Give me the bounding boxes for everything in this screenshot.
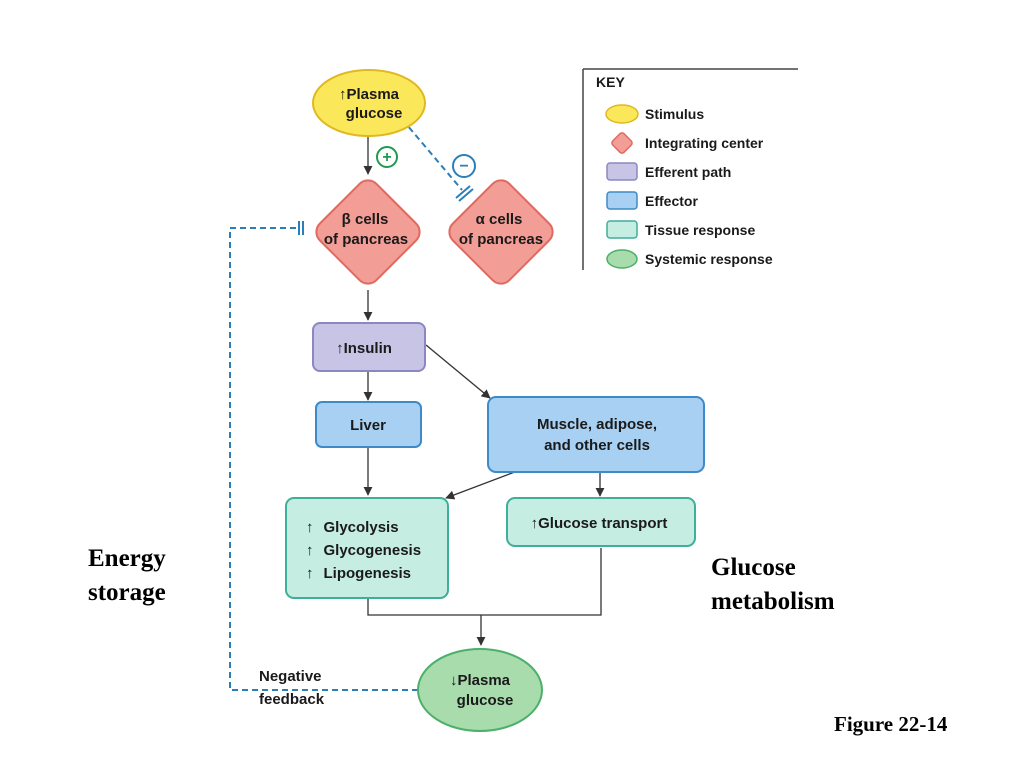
key-label-integrating-center: Integrating center — [645, 135, 764, 151]
liver-text: Liver — [350, 417, 386, 434]
svg-text:↑Insulin: ↑Insulin — [336, 340, 392, 357]
stimulus-line2: glucose — [346, 105, 403, 122]
inhibit-bar-alpha-2 — [458, 188, 474, 202]
key-label-tissue-response: Tissue response — [645, 222, 755, 238]
insulin-arrow: ↑ — [336, 340, 344, 357]
key-title: KEY — [596, 74, 625, 90]
alpha-line1: cells — [485, 211, 523, 228]
key-item-effector: Effector — [606, 191, 698, 210]
glycogenesis-arrow: ↑ — [306, 542, 314, 559]
key-item-systemic-response: Systemic response — [606, 249, 773, 269]
systemic-arrow: ↓ — [450, 672, 458, 689]
stimulus-line1: Plasma — [346, 86, 399, 103]
systemic-line1: Plasma — [457, 672, 510, 689]
key-label-efferent-path: Efferent path — [645, 164, 731, 180]
connectors — [363, 135, 605, 646]
feedback-line2: feedback — [259, 691, 325, 708]
key-label-stimulus: Stimulus — [645, 106, 704, 122]
svg-text:↑Lipogenesis: ↑ Lipogenesis — [306, 565, 411, 582]
key-item-efferent-path: Efferent path — [606, 162, 731, 181]
systemic-response-swatch — [606, 249, 638, 269]
glucose-metabolism-line2: metabolism — [711, 588, 835, 615]
effector-swatch — [606, 191, 638, 210]
liver-node: Liver — [315, 401, 422, 448]
energy-storage-line1: Energy — [88, 545, 166, 572]
tissue-response-swatch — [606, 220, 638, 239]
insulin-text: Insulin — [344, 340, 392, 357]
svg-text:↑Glucose transport: ↑Glucose transport — [531, 515, 668, 532]
beta-line1: cells — [351, 211, 389, 228]
key-label-effector: Effector — [645, 193, 698, 209]
arrow-muscle-to-tissue-left — [445, 469, 521, 500]
key-label-systemic-response: Systemic response — [645, 251, 773, 267]
svg-text:↑Glycogenesis: ↑ Glycogenesis — [306, 542, 421, 559]
svg-text:α cells: α cells — [476, 211, 523, 228]
tissue-response-left: ↑ Glycolysis ↑ Glycogenesis ↑ Lipogenesis — [285, 497, 449, 599]
inhibit-line-to-alpha — [395, 111, 463, 191]
stimulus-arrow: ↑ — [339, 86, 347, 103]
inhibit-bar-alpha — [455, 185, 471, 199]
svg-text:↑Plasma: ↑Plasma — [339, 86, 400, 103]
glycogenesis-text: Glycogenesis — [324, 542, 422, 559]
beta-line2: of pancreas — [324, 231, 408, 248]
muscle-node: Muscle, adipose, and other cells — [487, 396, 705, 473]
integrating-center-swatch — [611, 132, 633, 154]
key-legend: KEY Stimulus Integrating center Efferent… — [582, 68, 798, 270]
merge-line — [367, 548, 602, 616]
systemic-response-node: ↓Plasma glucose — [417, 648, 543, 732]
systemic-line2: glucose — [457, 692, 514, 709]
alpha-line2: of pancreas — [459, 231, 543, 248]
efferent-path-swatch — [606, 162, 638, 181]
glycolysis-text: Glycolysis — [324, 519, 399, 536]
plus-sign: + — [376, 146, 398, 168]
stimulus-node: ↑Plasma glucose — [312, 69, 426, 137]
svg-text:+: + — [382, 149, 391, 166]
dashed-lines — [229, 111, 463, 691]
tissue-response-right: ↑Glucose transport — [506, 497, 696, 547]
glycolysis-arrow: ↑ — [306, 519, 314, 536]
alpha-symbol: α — [476, 211, 486, 228]
figure-number: Figure 22-14 — [834, 712, 948, 736]
key-item-integrating-center: Integrating center — [611, 132, 764, 154]
lipogenesis-arrow: ↑ — [306, 565, 314, 582]
stimulus-swatch — [605, 104, 639, 124]
key-item-stimulus: Stimulus — [605, 104, 704, 124]
glucose-transport-arrow: ↑ — [531, 515, 539, 532]
glucose-transport-text: Glucose transport — [538, 515, 667, 532]
alpha-cells-node: α cells of pancreas — [448, 179, 554, 285]
svg-text:β cells: β cells — [342, 211, 389, 228]
minus-sign: − — [452, 154, 476, 178]
glucose-metabolism-line1: Glucose — [711, 554, 796, 581]
svg-text:−: − — [459, 158, 468, 175]
svg-text:↓Plasma: ↓Plasma — [450, 672, 511, 689]
svg-text:↑Glycolysis: ↑ Glycolysis — [306, 519, 399, 536]
muscle-line2: and other cells — [544, 437, 650, 454]
arrow-insulin-to-muscle — [425, 344, 491, 399]
lipogenesis-text: Lipogenesis — [324, 565, 412, 582]
key-item-tissue-response: Tissue response — [606, 220, 755, 239]
insulin-node: ↑Insulin — [312, 322, 426, 372]
feedback-line1: Negative — [259, 668, 322, 685]
beta-symbol: β — [342, 211, 351, 228]
muscle-line1: Muscle, adipose, — [537, 416, 657, 433]
energy-storage-line2: storage — [88, 579, 166, 606]
beta-cells-node: β cells of pancreas — [315, 179, 421, 285]
negative-feedback-line — [229, 227, 418, 691]
